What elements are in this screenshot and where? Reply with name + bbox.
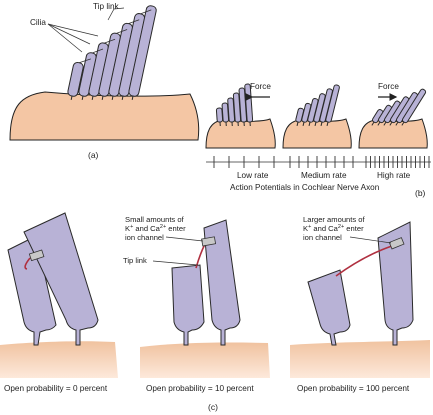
hair-cell-body-a: [9, 91, 200, 141]
open-probability-100: Open probability = 100 percent: [297, 384, 410, 393]
force-label-right: Force: [378, 82, 399, 91]
tip-link-c3: [335, 245, 393, 277]
cilia-leader-2: [47, 23, 91, 45]
base-tissue-c2: [140, 342, 270, 378]
tip-link-leader-c: [152, 260, 199, 266]
tip-link-c1: [24, 257, 31, 270]
cilium-a-7: [128, 5, 157, 101]
tip-link-c2: [195, 243, 206, 269]
tip-link-a-2: [92, 48, 104, 54]
cilia-bundle-b3: [371, 88, 427, 126]
rate-low-label: Low rate: [237, 171, 269, 180]
panel-a: Tip link Cilia (a): [9, 2, 200, 160]
small-amounts-line2: K+ and Ca2+ enter: [125, 224, 186, 233]
base-tissue-c1: [0, 341, 118, 378]
cilia-bundle-b1: [215, 83, 254, 127]
larger-amounts-line1: Larger amounts of: [303, 215, 366, 224]
tip-link-a-3: [104, 38, 116, 44]
tip-link-a-1: [78, 58, 92, 64]
panel-c: Small amounts of K+ and Ca2+ enter ion c…: [0, 212, 430, 412]
cilium-b2-6: [325, 84, 340, 127]
panel-b: Force Force Low rate Medium rate High ra…: [205, 82, 431, 198]
action-potential-spikes: [213, 156, 430, 168]
cilia-bundle-a: [67, 5, 157, 101]
stereocilia-pair-open: [307, 221, 414, 346]
open-probability-0: Open probability = 0 percent: [4, 384, 108, 393]
stereocilia-pair-closed: [7, 212, 99, 346]
tip-link-a-4: [116, 29, 128, 34]
panel-label-b: (b): [415, 188, 426, 198]
rate-medium-label: Medium rate: [301, 171, 347, 180]
rate-high-label: High rate: [377, 171, 411, 180]
small-amounts-line3: ion channel: [125, 233, 164, 242]
hair-cell-body-b2: [282, 118, 352, 149]
larger-amounts-line2: K+ and Ca2+ enter: [303, 224, 364, 233]
panel-label-c: (c): [208, 402, 218, 412]
ion-channel-c3: [388, 237, 405, 250]
axon-caption: Action Potentials in Cochlear Nerve Axon: [230, 183, 380, 192]
small-amounts-line1: Small amounts of: [125, 215, 185, 224]
cilia-leader-3: [47, 23, 83, 53]
base-tissue-c3: [290, 340, 430, 378]
panel-label-a: (a): [88, 150, 99, 160]
ion-channel-c2: [201, 236, 217, 247]
tip-link-label-c: Tip link: [123, 256, 147, 265]
cilia-leader-1: [47, 23, 99, 37]
ion-channel-c1: [28, 249, 45, 262]
larger-amounts-line3: ion channel: [303, 233, 342, 242]
tip-link-label-a: Tip link: [93, 2, 120, 11]
force-label-left: Force: [250, 82, 271, 91]
hair-cell-body-b3: [358, 118, 428, 149]
stereocilia-pair-partial: [171, 219, 241, 346]
small-amounts-leader: [165, 236, 204, 242]
open-probability-10: Open probability = 10 percent: [146, 384, 254, 393]
cilia-bundle-b2: [295, 84, 340, 127]
cilium-b3-6: [401, 88, 427, 126]
cilia-label: Cilia: [30, 18, 46, 27]
hair-cell-body-b1: [205, 118, 276, 149]
tip-link-leader-a: [107, 7, 125, 21]
larger-amounts-leader: [349, 236, 392, 244]
tip-link-a-5: [128, 19, 140, 24]
tip-link-a-6: [140, 9, 152, 15]
